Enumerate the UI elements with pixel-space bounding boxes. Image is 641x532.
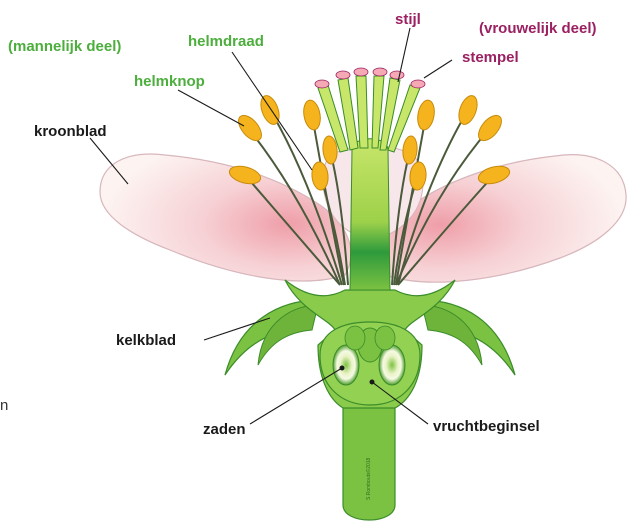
leader-dot-seeds <box>340 366 345 371</box>
label-male-group: (mannelijk deel) <box>8 38 121 55</box>
style-column <box>350 139 390 290</box>
label-style: stijl <box>395 11 421 28</box>
seed-right <box>379 345 405 385</box>
label-petal: kroonblad <box>34 123 107 140</box>
margin-fragment: n <box>0 397 8 414</box>
label-seeds: zaden <box>203 421 246 438</box>
label-sepal: kelkblad <box>116 332 176 349</box>
leader-dot-ovary <box>370 380 375 385</box>
label-ovary: vruchtbeginsel <box>433 418 540 435</box>
leader-anther <box>178 90 244 126</box>
label-filament: helmdraad <box>188 33 264 50</box>
ovary-chamber-top-left <box>345 326 365 350</box>
stigmas <box>315 68 425 88</box>
label-female-group: (vrouwelijk deel) <box>479 20 597 37</box>
label-anther: helmknop <box>134 73 205 90</box>
copyright-text: S.Rombouts©2018 <box>365 457 372 500</box>
leader-filament <box>232 52 312 170</box>
ovary-chamber-top-right <box>375 326 395 350</box>
leader-seeds <box>250 368 342 424</box>
label-stigma: stempel <box>462 49 519 66</box>
seed-left <box>333 345 359 385</box>
leader-stigma <box>424 60 452 78</box>
